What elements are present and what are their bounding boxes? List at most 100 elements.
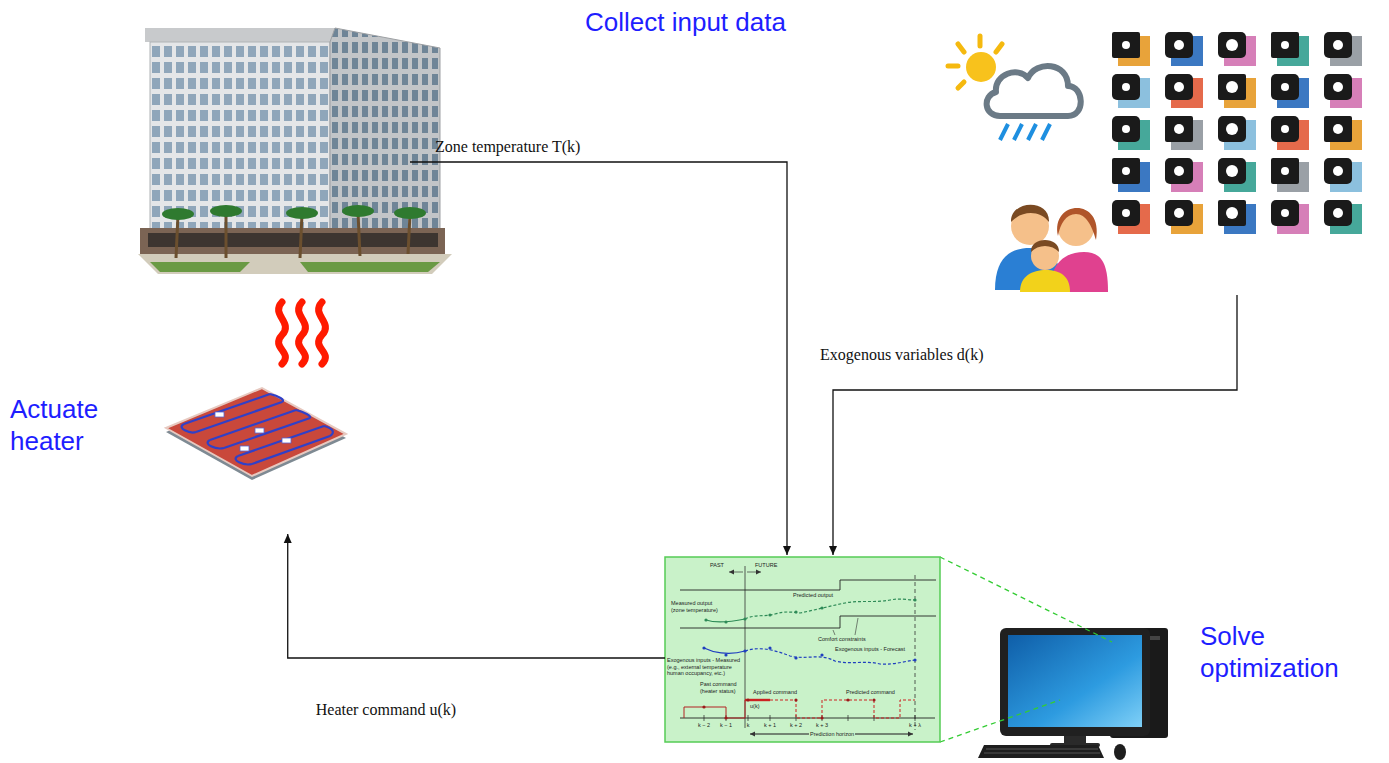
appliance-icon — [1165, 116, 1203, 150]
node-text: Applied command — [753, 689, 797, 696]
appliance-icons — [1112, 32, 1362, 234]
appliance-icon — [1333, 124, 1343, 134]
mpc-chart — [680, 616, 936, 628]
mpc-chart — [794, 610, 797, 613]
appliance-icon — [1122, 209, 1130, 217]
computer-illustration — [1000, 628, 1150, 736]
appliance-icon — [1218, 32, 1256, 66]
mpc-chart — [770, 715, 771, 721]
input-arrows — [410, 162, 1237, 555]
weather-icon — [1028, 124, 1036, 140]
weather-icon — [987, 66, 1081, 116]
appliance-icon — [1165, 74, 1203, 108]
mpc-chart — [848, 715, 849, 721]
mpc-chart — [724, 653, 727, 656]
building-illustration — [358, 212, 360, 256]
appliance-icon — [1165, 158, 1193, 184]
mpc-panel: PASTFUTUREPredicted outputMeasured outpu… — [665, 557, 940, 742]
weather-icon — [958, 44, 964, 52]
building-illustration — [342, 205, 374, 217]
computer-illustration — [978, 745, 1104, 758]
appliance-icon — [1324, 200, 1362, 234]
node-text: Exogenous inputs - Measured (e.g., exter… — [667, 657, 741, 677]
appliance-icon — [1218, 116, 1256, 150]
stage-label: Zone temperature T(k) — [435, 137, 580, 157]
mpc-chart — [743, 649, 746, 652]
node-text: k + 1 — [760, 722, 780, 729]
appliance-icon — [1112, 32, 1140, 58]
mpc-chart — [913, 598, 916, 601]
mpc-chart — [745, 599, 915, 619]
people-icon — [1057, 208, 1097, 240]
appliance-icon — [1271, 74, 1309, 108]
appliance-icon — [1271, 200, 1309, 234]
heater-mat — [282, 438, 291, 443]
stage-label: Collect input data — [585, 6, 786, 38]
mpc-chart — [704, 618, 707, 621]
heater-mat — [166, 388, 346, 476]
mpc-chart — [770, 700, 915, 718]
building-illustration — [162, 205, 426, 220]
heater-mat — [215, 412, 224, 417]
weather-icon — [948, 36, 1081, 140]
heater-mat — [270, 394, 333, 436]
appliance-icon — [1165, 32, 1203, 66]
heater-node: Actuate heater — [160, 298, 355, 534]
appliance-icon — [1112, 200, 1140, 226]
building-illustration — [138, 28, 452, 274]
building-illustration — [286, 207, 318, 219]
appliance-icon — [1271, 74, 1299, 100]
mpc-chart — [872, 698, 875, 701]
appliance-icon — [1218, 116, 1246, 142]
weather-icon — [1042, 124, 1050, 140]
building-illustration — [210, 205, 242, 217]
building-illustration — [300, 214, 302, 258]
node-text: Solve optimization — [1200, 620, 1375, 684]
appliance-icon — [1112, 200, 1150, 234]
computer-illustration — [978, 628, 1168, 760]
building-illustration — [176, 215, 178, 258]
appliance-icon — [1271, 158, 1309, 192]
appliance-icon — [1226, 165, 1238, 177]
mpc-chart — [915, 575, 916, 730]
mpc-chart — [768, 646, 771, 649]
building-illustration — [176, 212, 410, 258]
mpc-chart — [846, 698, 849, 701]
computer-illustration — [986, 749, 1098, 750]
appliance-icon — [1226, 207, 1238, 219]
connector-arrow — [288, 534, 665, 658]
mpc-chart — [794, 656, 797, 659]
building-illustration — [138, 254, 452, 274]
heater-mat — [182, 394, 333, 464]
building-illustration — [225, 212, 228, 258]
appliance-icon — [1165, 116, 1193, 142]
stage-label: Exogenous variables d(k) — [820, 345, 984, 365]
appliance-icon — [1333, 82, 1343, 92]
heater-mat — [215, 412, 291, 451]
appliance-icon — [1271, 32, 1299, 58]
mpc-chart — [746, 698, 749, 701]
appliance-icon — [1165, 200, 1193, 226]
node-text: PAST — [710, 562, 724, 569]
appliance-icon — [1218, 74, 1246, 100]
appliance-icon — [1112, 32, 1150, 66]
node-text: k + λ — [905, 722, 925, 729]
building-illustration — [394, 207, 426, 219]
mpc-chart — [665, 557, 940, 742]
mpc-chart — [704, 648, 745, 653]
appliance-icon — [1174, 82, 1184, 92]
mpc-chart — [915, 715, 916, 721]
appliance-icon — [1218, 200, 1256, 234]
appliance-icon — [1271, 200, 1299, 226]
mpc-chart — [768, 613, 771, 616]
appliance-icon — [1324, 158, 1362, 192]
mpc-chart — [820, 653, 823, 656]
weather-icon — [1014, 124, 1022, 140]
weather-icon — [996, 44, 1002, 52]
building-illustration — [162, 208, 194, 220]
mpc-chart — [913, 658, 916, 661]
building-illustration — [140, 228, 445, 254]
appliance-icon — [1122, 41, 1130, 49]
node-text: Exogenous inputs - Forecast — [835, 646, 905, 653]
